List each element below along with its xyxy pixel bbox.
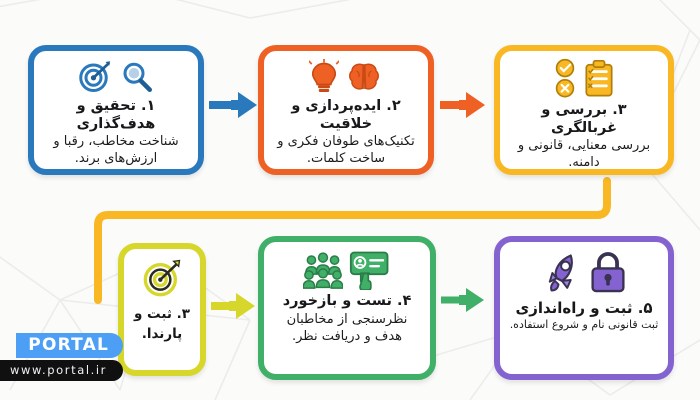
step-card-5[interactable]: ۴. تست و بازخورد نظرسنجی از مخاطبان هدف … — [258, 236, 436, 380]
target-icon — [143, 259, 181, 297]
card-5-title: ۴. تست و بازخورد — [282, 293, 412, 309]
card-2-icons — [309, 59, 383, 95]
card-1-icons — [77, 59, 155, 95]
arrow-right-icon — [211, 293, 255, 319]
card-1-subtitle: شناخت مخاطب، رقبا و ارزش‌های برند. — [53, 134, 179, 167]
arrow-right-icon — [440, 92, 485, 118]
arrow-right-icon — [441, 288, 484, 312]
magnifier-icon — [123, 62, 152, 92]
check-circle-icon — [555, 58, 575, 78]
cross-circle-icon — [555, 79, 575, 98]
card-3-title: ۳. بررسی و غربالگری — [541, 102, 627, 136]
watermark: PORTAL www.portal.ir — [0, 333, 124, 381]
lightbulb-icon — [309, 59, 339, 92]
step-card-6[interactable]: ۵. ثبت و راه‌اندازی ثبت قانونی نام و شرو… — [494, 236, 674, 380]
card-4-icons — [142, 257, 182, 299]
rocket-icon — [548, 254, 573, 292]
brain-icon — [349, 63, 379, 90]
card-2-title: ۲. ایده‌پردازی و خلاقیت — [291, 98, 401, 132]
card-1-title: ۱. تحقیق و هدف‌گذاری — [76, 98, 156, 132]
step-card-1[interactable]: ۱. تحقیق و هدف‌گذاری شناخت مخاطب، رقبا و… — [28, 45, 204, 175]
status-circles-group — [555, 58, 575, 98]
step-card-2[interactable]: ۲. ایده‌پردازی و خلاقیت تکنیک‌های طوفان … — [258, 45, 434, 175]
card-6-title: ۵. ثبت و راه‌اندازی — [515, 299, 653, 317]
checklist-clipboard-icon — [585, 60, 613, 97]
audience-group-icon — [303, 252, 343, 289]
feedback-bubble-icon — [349, 251, 389, 290]
card-4-title: ۳. ثبت و پارندا. — [133, 306, 191, 342]
target-icon — [79, 61, 110, 92]
watermark-url[interactable]: www.portal.ir — [0, 360, 124, 381]
step-card-3[interactable]: ۳. بررسی و غربالگری بررسی معنایی، قانونی… — [494, 45, 674, 175]
step-card-4[interactable]: ۳. ثبت و پارندا. — [118, 243, 206, 376]
card-6-icons — [541, 250, 627, 296]
card-6-subtitle: ثبت قانونی نام و شروع استفاده. — [509, 318, 659, 332]
card-3-icons — [553, 58, 615, 99]
arrow-right-icon — [209, 92, 257, 118]
padlock-icon — [591, 252, 625, 293]
card-5-icons — [303, 250, 391, 290]
card-2-subtitle: تکنیک‌های طوفان فکری و ساخت کلمات. — [277, 134, 415, 167]
watermark-brand: PORTAL — [16, 333, 124, 358]
elbow-connector — [94, 177, 611, 304]
card-3-subtitle: بررسی معنایی، قانونی و دامنه. — [517, 138, 651, 171]
card-5-subtitle: نظرسنجی از مخاطبان هدف و دریافت نظر. — [286, 311, 408, 344]
